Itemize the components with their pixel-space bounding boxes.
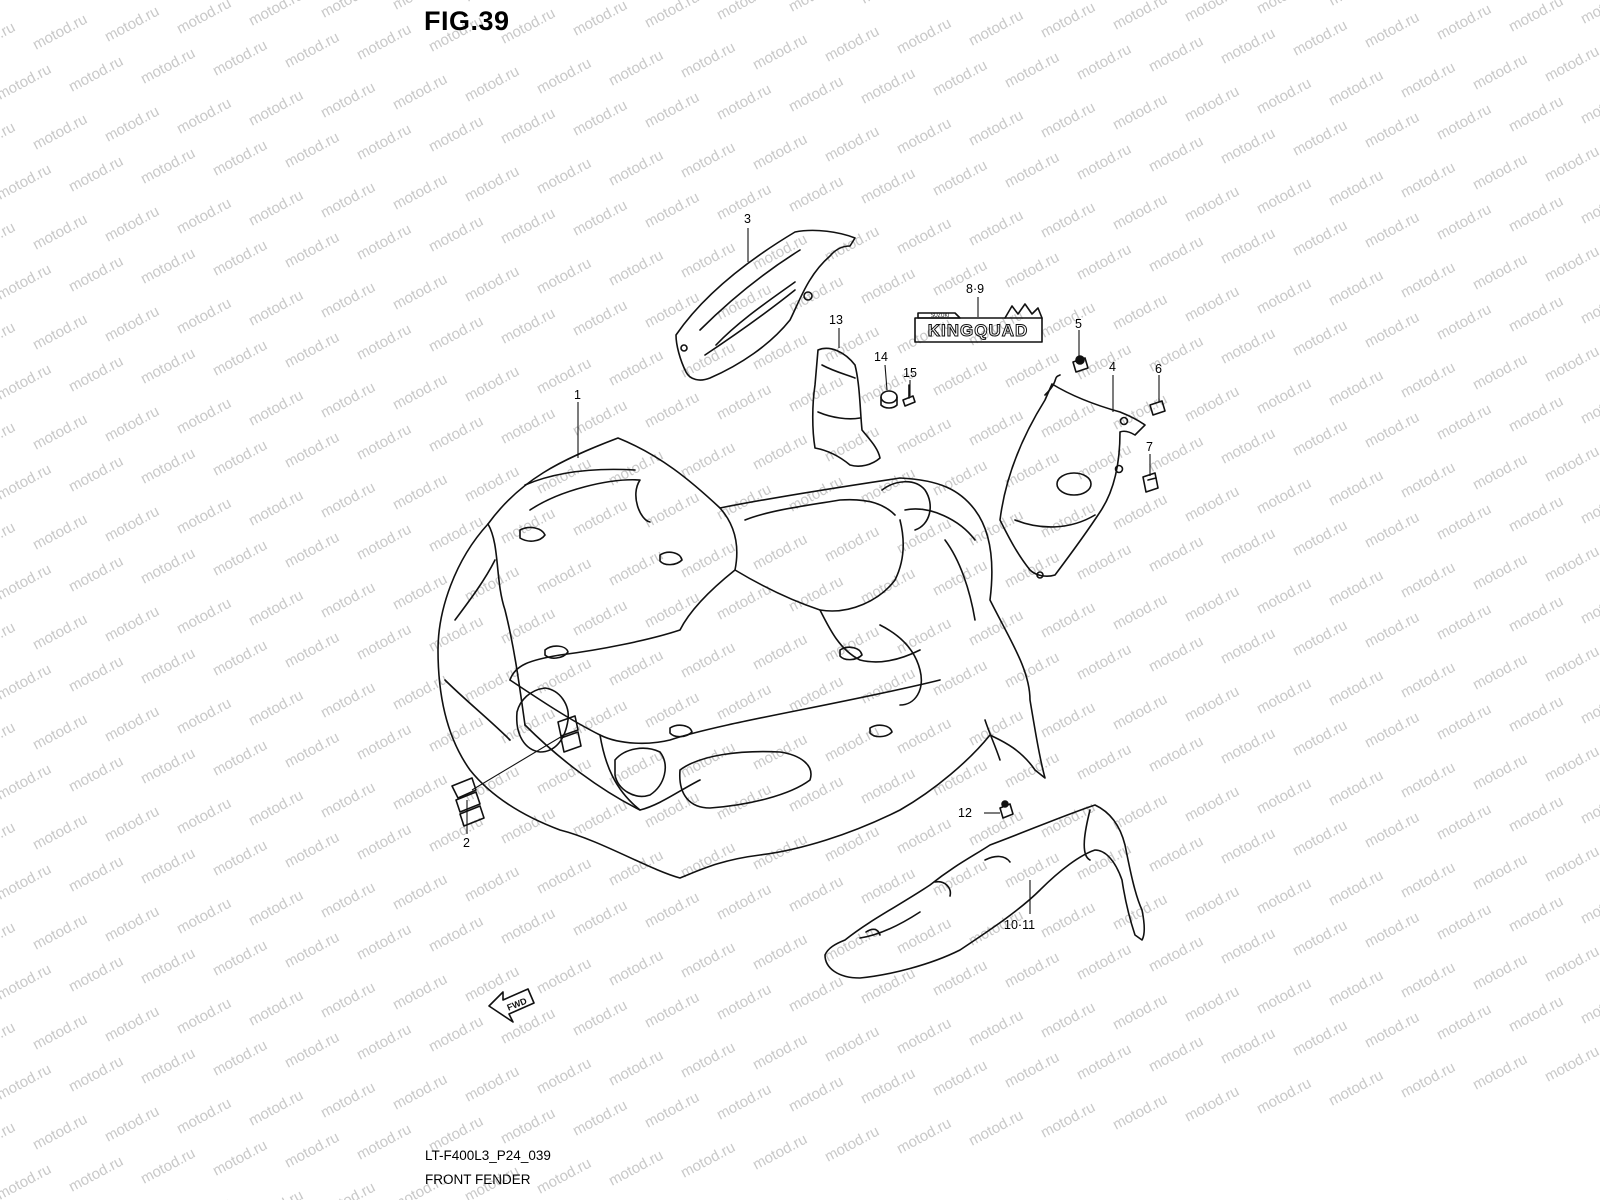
- clip-6: [1149, 400, 1166, 416]
- callout-7: 7: [1146, 440, 1153, 454]
- diagram-name: FRONT FENDER: [425, 1172, 531, 1187]
- right-side-cover: [999, 374, 1146, 579]
- callout-13: 13: [829, 313, 843, 327]
- clip-12: [999, 800, 1014, 819]
- callout-3: 3: [744, 212, 751, 226]
- callout-10-11: 10·11: [1004, 918, 1036, 932]
- callout-2: 2: [463, 836, 470, 850]
- clip-5: [1072, 355, 1089, 373]
- figure-title: FIG.39: [424, 6, 510, 36]
- left-side-cover: [675, 229, 856, 381]
- kingquad-decal: [914, 303, 1043, 343]
- callout-8-9: 8·9: [966, 282, 985, 296]
- leader-lines: [466, 228, 1160, 914]
- clip-7: [1142, 472, 1159, 493]
- callout-5: 5: [1075, 317, 1082, 331]
- emblem-mount: [557, 715, 582, 753]
- callout-6: 6: [1155, 362, 1162, 376]
- decal-badge-text: SUZUKI: [931, 313, 949, 319]
- screw-part: [902, 384, 916, 407]
- inner-shield: [811, 347, 881, 467]
- grommet-part: [880, 390, 898, 409]
- diagram-code: LT-F400L3_P24_039: [425, 1148, 551, 1163]
- callout-1: 1: [574, 388, 581, 402]
- emblem-part: [451, 777, 485, 827]
- front-fender-body: [437, 437, 1046, 879]
- fwd-arrow-icon: [488, 988, 535, 1023]
- callout-12: 12: [958, 806, 972, 820]
- callout-15: 15: [903, 366, 917, 380]
- mud-flap: [824, 804, 1146, 979]
- decal-brand-text: KINGQUAD: [928, 321, 1029, 340]
- callout-4: 4: [1109, 360, 1116, 374]
- callout-14: 14: [874, 350, 888, 364]
